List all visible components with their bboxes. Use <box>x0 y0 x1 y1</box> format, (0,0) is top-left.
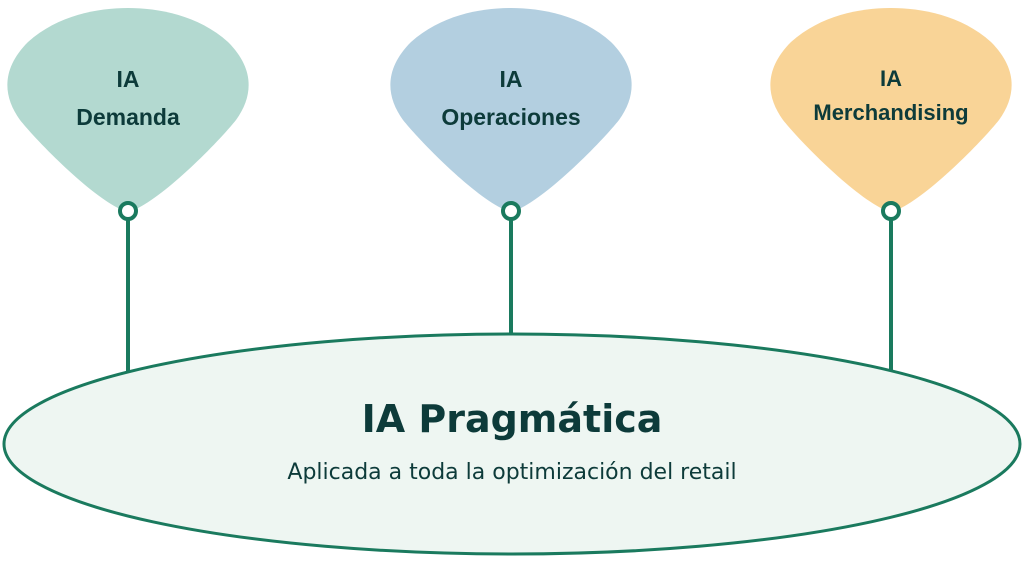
pin-label-line2: Demanda <box>76 104 180 130</box>
base-subtitle: Aplicada a toda la optimización del reta… <box>287 460 737 485</box>
pin-label-line2: Operaciones <box>441 104 581 130</box>
pin-label-line2: Merchandising <box>813 100 969 125</box>
pin-label-demanda: IA Demanda <box>28 60 228 136</box>
pin-node-merchandising <box>881 201 901 221</box>
pin-node-demanda <box>118 201 138 221</box>
pin-label-line1: IA <box>116 66 140 92</box>
pin-node-operaciones <box>501 201 521 221</box>
pin-label-line1: IA <box>880 66 902 91</box>
pin-label-line1: IA <box>499 66 523 92</box>
pin-label-operaciones: IA Operaciones <box>411 60 611 136</box>
pin-label-merchandising: IA Merchandising <box>771 62 1011 130</box>
base-title: IA Pragmática <box>361 397 663 441</box>
base-ellipse <box>2 332 1022 556</box>
